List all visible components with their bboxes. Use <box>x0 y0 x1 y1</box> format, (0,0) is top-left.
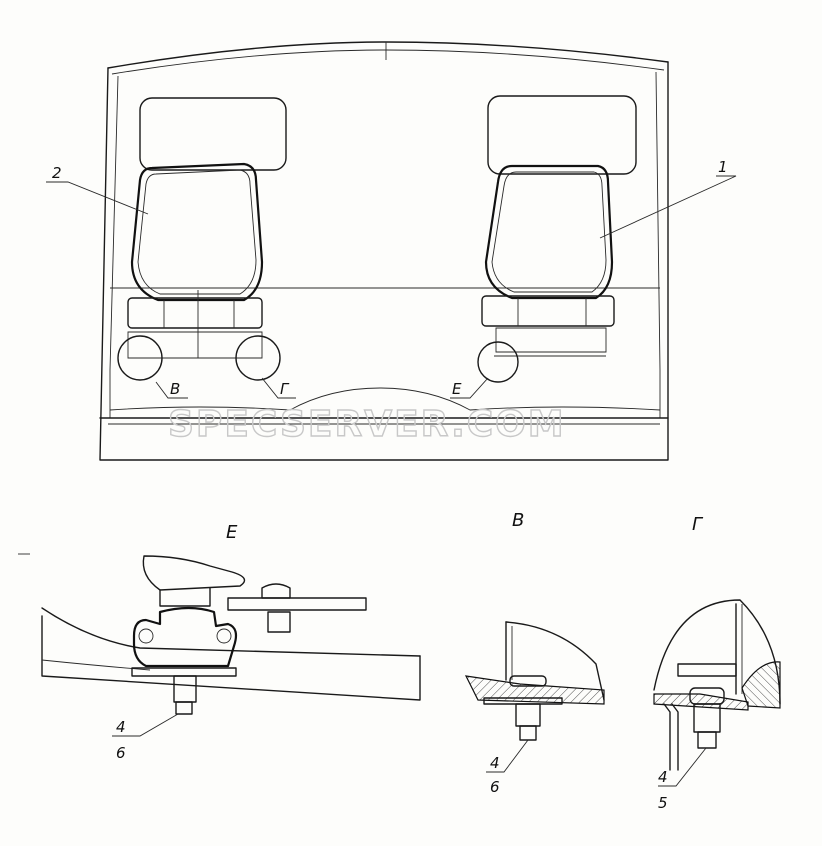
detail-circle-g <box>235 335 281 381</box>
cab-outline <box>99 41 669 461</box>
seat-right <box>481 164 615 357</box>
rear-window-left <box>139 97 287 171</box>
callout-e: Е <box>452 380 462 398</box>
callout-b: В <box>170 380 180 398</box>
view-b-label-top: 4 <box>490 754 500 772</box>
callout-g: Г <box>280 380 290 398</box>
watermark: SPECSERVER.COM <box>168 404 566 445</box>
view-g-title: Г <box>692 514 704 535</box>
view-g-label-bottom: 5 <box>658 794 668 812</box>
callout-1: 1 <box>718 158 728 176</box>
view-b-label-bottom: 6 <box>490 778 500 796</box>
detail-circle-b <box>117 335 163 381</box>
view-e-title: Е <box>226 522 238 543</box>
detail-e <box>18 553 421 715</box>
rear-window-right <box>487 95 637 175</box>
detail-circle-e <box>477 341 519 383</box>
seat-left <box>127 162 264 359</box>
view-e-label-bottom: 6 <box>116 744 126 762</box>
detail-g <box>653 599 781 771</box>
detail-b <box>464 621 605 741</box>
view-b-title: В <box>512 510 524 531</box>
callout-2: 2 <box>52 164 62 182</box>
view-e-label-top: 4 <box>116 718 126 736</box>
view-g-label-top: 4 <box>658 768 668 786</box>
